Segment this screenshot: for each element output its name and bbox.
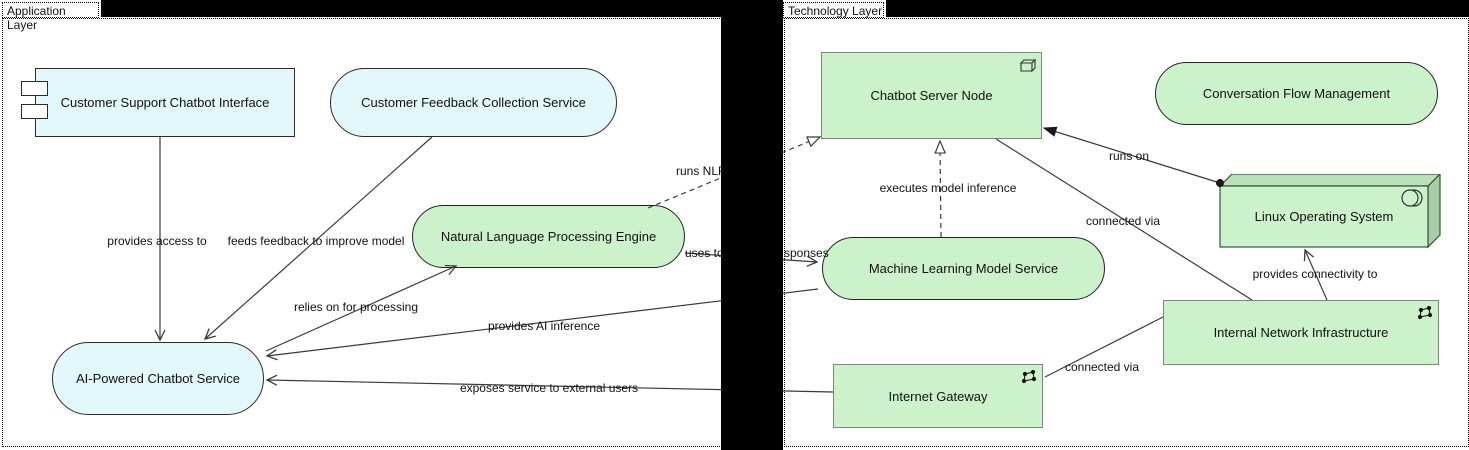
edge-label-connected-via-gateway: connected via [1064,360,1140,374]
node-cube-icon [1019,58,1036,73]
service-customer-feedback-collection[interactable]: Customer Feedback Collection Service [330,68,617,137]
edge-label-relies-on: relies on for processing [293,300,419,314]
network-icon [1417,306,1433,320]
node-label: Linux Operating System [1254,209,1394,224]
component-customer-support-chatbot-interface[interactable]: Customer Support Chatbot Interface [35,68,295,137]
application-layer-title: Application Layer [7,4,66,32]
service-label: Machine Learning Model Service [868,261,1059,276]
system-software-circle-icon [1401,189,1423,207]
service-label: AI-Powered Chatbot Service [75,371,241,386]
edge-label-provides-ai-inference: provides AI inference [487,319,601,333]
edge-label-responses-fragment: sponses [784,246,829,260]
technology-layer-group-label: Technology Layer [783,2,884,18]
technology-layer-title: Technology Layer [788,4,883,18]
edge-label-runs-on: runs on [1108,149,1150,163]
network-internal-network-infrastructure[interactable]: Internal Network Infrastructure [1163,300,1439,365]
edge-label-executes-model-inference: executes model inference [879,181,1017,195]
system-software-linux-operating-system[interactable]: Linux Operating System [1218,172,1442,250]
node-chatbot-server[interactable]: Chatbot Server Node [821,52,1042,139]
edge-label-provides-connectivity-to: provides connectivity to [1252,267,1378,281]
edge-label-uses-to: uses to [685,246,724,260]
service-label: Conversation Flow Management [1202,86,1391,101]
redaction-bar-top-right [886,0,1469,17]
edge-label-exposes-service: exposes service to external users [459,381,639,395]
network-label: Internal Network Infrastructure [1213,325,1389,340]
service-label: Customer Feedback Collection Service [361,95,586,110]
node-label: Chatbot Server Node [870,88,993,103]
edge-label-runs-nlp: runs NLP [676,164,727,178]
service-natural-language-processing-engine[interactable]: Natural Language Processing Engine [412,205,685,268]
network-icon [1021,370,1037,384]
redaction-band-center [721,0,783,450]
redaction-bar-top-left [101,0,721,17]
service-ai-powered-chatbot[interactable]: AI-Powered Chatbot Service [52,342,264,415]
network-label: Internet Gateway [888,388,988,404]
edge-label-feeds-feedback: feeds feedback to improve model [227,234,405,248]
service-machine-learning-model[interactable]: Machine Learning Model Service [822,237,1105,300]
edge-label-provides-access-to: provides access to [107,234,207,248]
application-layer-group-label: Application Layer [2,2,99,32]
system-software-box [1218,172,1442,249]
service-label: Natural Language Processing Engine [440,229,657,244]
edge-label-connected-via-server: connected via [1085,214,1161,228]
component-label: Customer Support Chatbot Interface [60,95,270,110]
component-icon [21,81,48,96]
component-icon [21,104,48,119]
network-internet-gateway[interactable]: Internet Gateway [833,364,1043,428]
service-conversation-flow-management[interactable]: Conversation Flow Management [1155,62,1438,125]
